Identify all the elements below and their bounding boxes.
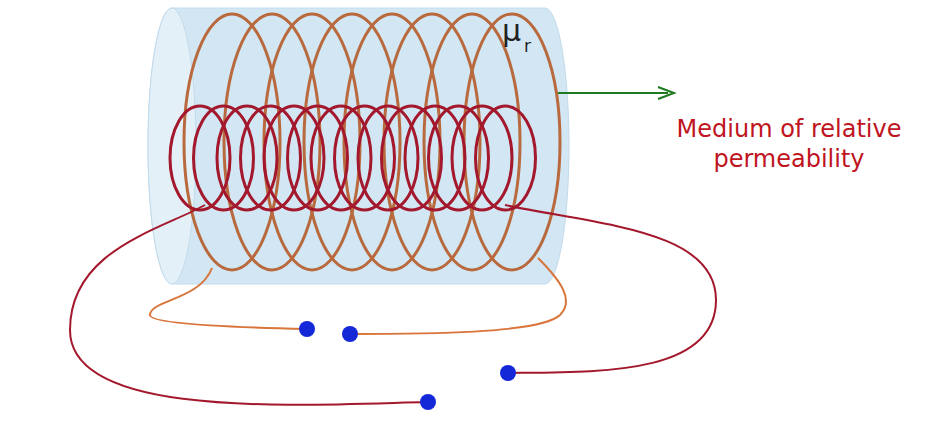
coil-winding [424, 14, 520, 270]
coil-winding [224, 14, 320, 270]
coil-winding [405, 106, 465, 210]
terminal-dot [299, 321, 315, 337]
terminal-dot [420, 394, 436, 410]
outer-coil [184, 14, 560, 270]
coil-winding [384, 14, 480, 270]
inner-coil [170, 106, 536, 210]
coil-winding [358, 106, 418, 210]
medium-label: Medium of relative permeability [644, 114, 934, 174]
coil-winding [429, 106, 489, 210]
coil-winding [476, 106, 536, 210]
cylinder-medium [148, 8, 569, 284]
pointer-arrow [558, 92, 668, 94]
terminal-dot [500, 365, 516, 381]
coil-winding [217, 106, 277, 210]
coil-winding [304, 14, 400, 270]
coil-winding [382, 106, 442, 210]
coil-winding [241, 106, 301, 210]
outer-coil-lead [350, 258, 566, 334]
outer-coil-lead [150, 268, 307, 329]
coil-winding [288, 106, 348, 210]
coil-winding [452, 106, 512, 210]
coil-winding [335, 106, 395, 210]
inner-coil-lead [505, 205, 716, 373]
symbol-subscript: r [524, 36, 531, 57]
coil-winding [194, 106, 254, 210]
permeability-symbol: μ [502, 12, 521, 50]
terminal-dot [342, 326, 358, 342]
coil-winding [170, 106, 230, 210]
arrow-head [658, 87, 674, 99]
inner-coil-lead [70, 205, 428, 405]
coil-winding [311, 106, 371, 210]
coil-winding [264, 106, 324, 210]
